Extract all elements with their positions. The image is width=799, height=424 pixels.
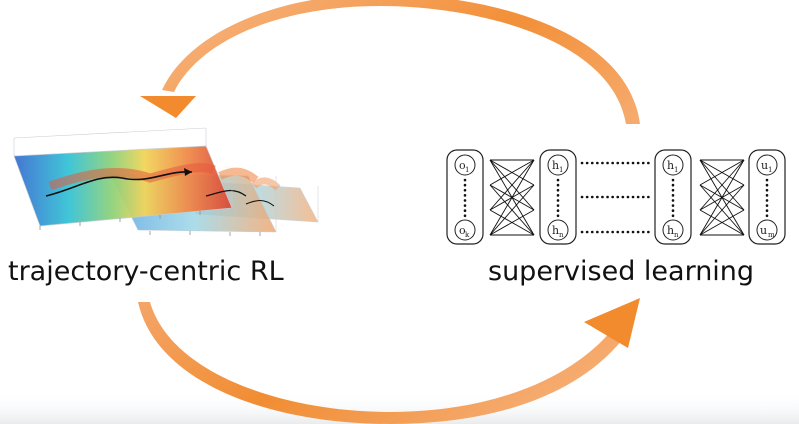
bottom-cycle-arrow bbox=[138, 298, 640, 424]
hidden-node: h 1 bbox=[662, 154, 684, 176]
svg-text:k: k bbox=[465, 231, 470, 239]
hidden-layer-2-box bbox=[654, 149, 692, 245]
output-node: u 1 bbox=[756, 154, 778, 176]
svg-text:1: 1 bbox=[768, 166, 772, 174]
svg-text:h: h bbox=[667, 159, 674, 172]
svg-text:u: u bbox=[761, 159, 768, 172]
svg-text:u: u bbox=[760, 224, 767, 237]
svg-text:n: n bbox=[559, 231, 564, 239]
input-node: o k bbox=[454, 219, 476, 241]
hidden-node: h n bbox=[547, 219, 569, 241]
svg-text:h: h bbox=[552, 159, 559, 172]
svg-text:o: o bbox=[459, 159, 466, 172]
top-cycle-arrow bbox=[140, 0, 640, 124]
neural-network-diagram: o 1 o k h 1 h n h 1 h n u bbox=[446, 149, 786, 245]
hidden-node: h 1 bbox=[547, 154, 569, 176]
svg-text:1: 1 bbox=[465, 166, 469, 174]
input-layer-box bbox=[446, 149, 484, 245]
output-layer-box bbox=[748, 149, 786, 245]
svg-text:o: o bbox=[459, 224, 466, 237]
hidden-node: h n bbox=[662, 219, 684, 241]
connections-hidden-output bbox=[699, 159, 745, 236]
svg-text:h: h bbox=[552, 224, 559, 237]
trajectory-surface-plot bbox=[13, 127, 319, 236]
connections-input-hidden bbox=[489, 159, 535, 236]
svg-text:m: m bbox=[768, 231, 775, 239]
svg-text:1: 1 bbox=[559, 166, 563, 174]
output-node: u m bbox=[756, 219, 778, 241]
svg-text:n: n bbox=[674, 231, 679, 239]
svg-text:h: h bbox=[667, 224, 674, 237]
input-node: o 1 bbox=[454, 154, 476, 176]
trajectory-centric-rl-label: trajectory-centric RL bbox=[8, 256, 284, 287]
svg-text:1: 1 bbox=[674, 166, 678, 174]
hidden-layer-1-box bbox=[539, 149, 577, 245]
supervised-learning-label: supervised learning bbox=[488, 256, 755, 287]
